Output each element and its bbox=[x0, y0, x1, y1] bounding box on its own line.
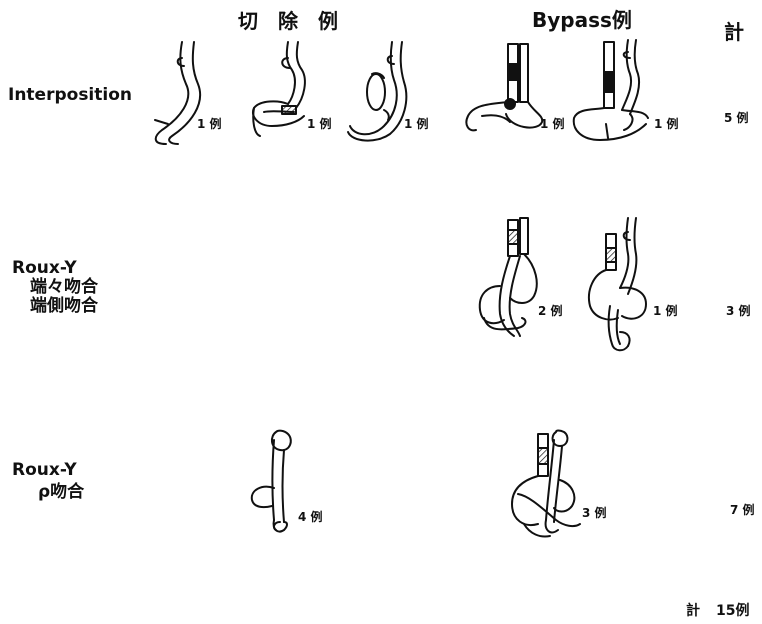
count-interposition-bypass-2: 1 例 bbox=[654, 118, 679, 130]
grand-total-value: 15例 bbox=[716, 604, 749, 618]
figure-rouxy-rho-resection bbox=[244, 426, 304, 536]
count-interposition-resection-2: 1 例 bbox=[307, 118, 332, 130]
bypass-header: Bypass例 bbox=[532, 10, 632, 30]
figure-interposition-resection-1 bbox=[148, 40, 204, 148]
count-rouxy-rho-resection: 4 例 bbox=[298, 511, 323, 523]
row-label-end-to-side: 端側吻合 bbox=[30, 298, 98, 315]
count-rouxy-rho-bypass: 3 例 bbox=[582, 507, 607, 519]
figure-rouxy-rho-bypass bbox=[504, 424, 584, 544]
figure-interposition-resection-3 bbox=[344, 40, 410, 144]
count-rouxy-end-bypass-1: 2 例 bbox=[538, 305, 563, 317]
grand-total-label: 計 bbox=[686, 604, 700, 618]
figure-rouxy-end-bypass-1 bbox=[474, 214, 542, 340]
count-interposition-resection-1: 1 例 bbox=[197, 118, 222, 130]
row-label-rouxy-end: Roux-Y bbox=[12, 260, 77, 277]
count-rouxy-end-bypass-2: 1 例 bbox=[653, 305, 678, 317]
row-label-interposition: Interposition bbox=[8, 87, 132, 104]
row-label-end-to-end: 端々吻合 bbox=[30, 279, 98, 296]
total-header: 計 bbox=[724, 22, 744, 42]
count-interposition-bypass-1: 1 例 bbox=[540, 118, 565, 130]
figure-interposition-bypass-2 bbox=[570, 38, 654, 146]
resection-header: 切 除 例 bbox=[238, 11, 338, 31]
row-label-rouxy-rho: Roux-Y bbox=[12, 462, 77, 479]
total-interposition: 5 例 bbox=[724, 112, 749, 124]
figure-interposition-bypass-1 bbox=[462, 42, 550, 136]
count-interposition-resection-3: 1 例 bbox=[404, 118, 429, 130]
row-label-rho-anastomosis: ρ吻合 bbox=[38, 484, 84, 501]
figure-rouxy-end-bypass-2 bbox=[584, 214, 654, 354]
total-rouxy-rho: 7 例 bbox=[730, 504, 755, 516]
total-rouxy-end: 3 例 bbox=[726, 305, 751, 317]
figure-interposition-resection-2 bbox=[250, 40, 310, 140]
